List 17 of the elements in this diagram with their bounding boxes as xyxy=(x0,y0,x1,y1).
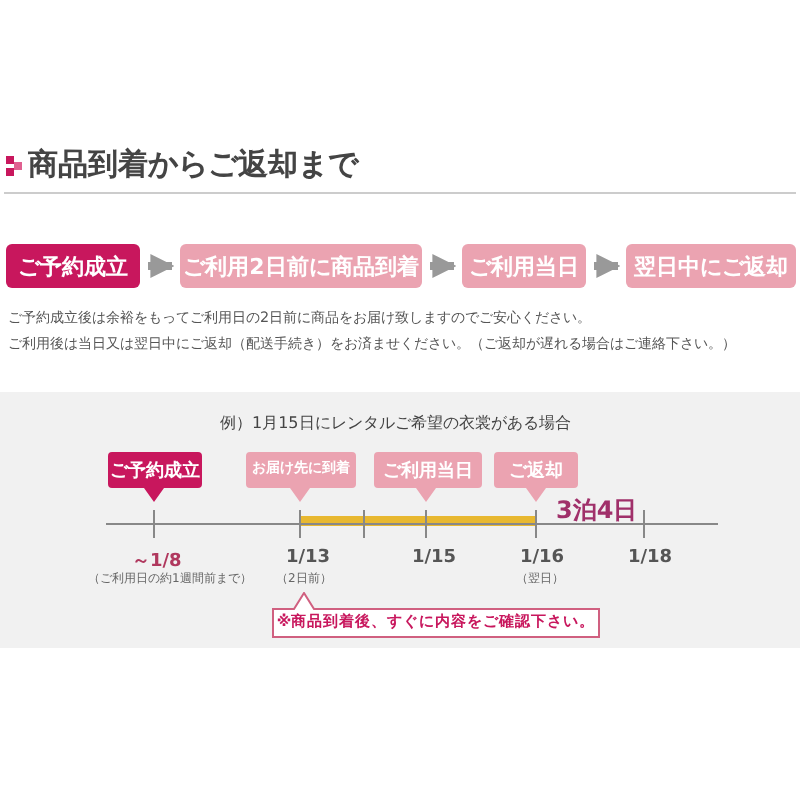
arrow xyxy=(148,254,175,278)
date-label: 1/16 xyxy=(520,548,565,568)
date-label: 1/18 xyxy=(628,548,673,568)
date-label: 1/13 xyxy=(286,548,331,568)
step-box: 翌日中にご返却 xyxy=(626,244,796,288)
title: 商品到着からご返却まで xyxy=(28,146,358,184)
step-box: ご予約成立 xyxy=(6,244,140,288)
date-label: 1/15 xyxy=(412,548,457,568)
arrow xyxy=(594,254,621,278)
example-heading: 例）1月15日にレンタルご希望の衣裳がある場合 xyxy=(220,412,571,434)
date-label: ～1/8 xyxy=(132,550,182,572)
callout-bubble: ご予約成立 xyxy=(108,452,202,502)
callout-bubble: ご返却 xyxy=(494,452,578,502)
step-box: ご利用2日前に商品到着 xyxy=(180,244,422,288)
callout-bubble: ご利用当日 xyxy=(374,452,482,502)
arrow xyxy=(430,254,457,278)
step-box: ご利用当日 xyxy=(462,244,586,288)
